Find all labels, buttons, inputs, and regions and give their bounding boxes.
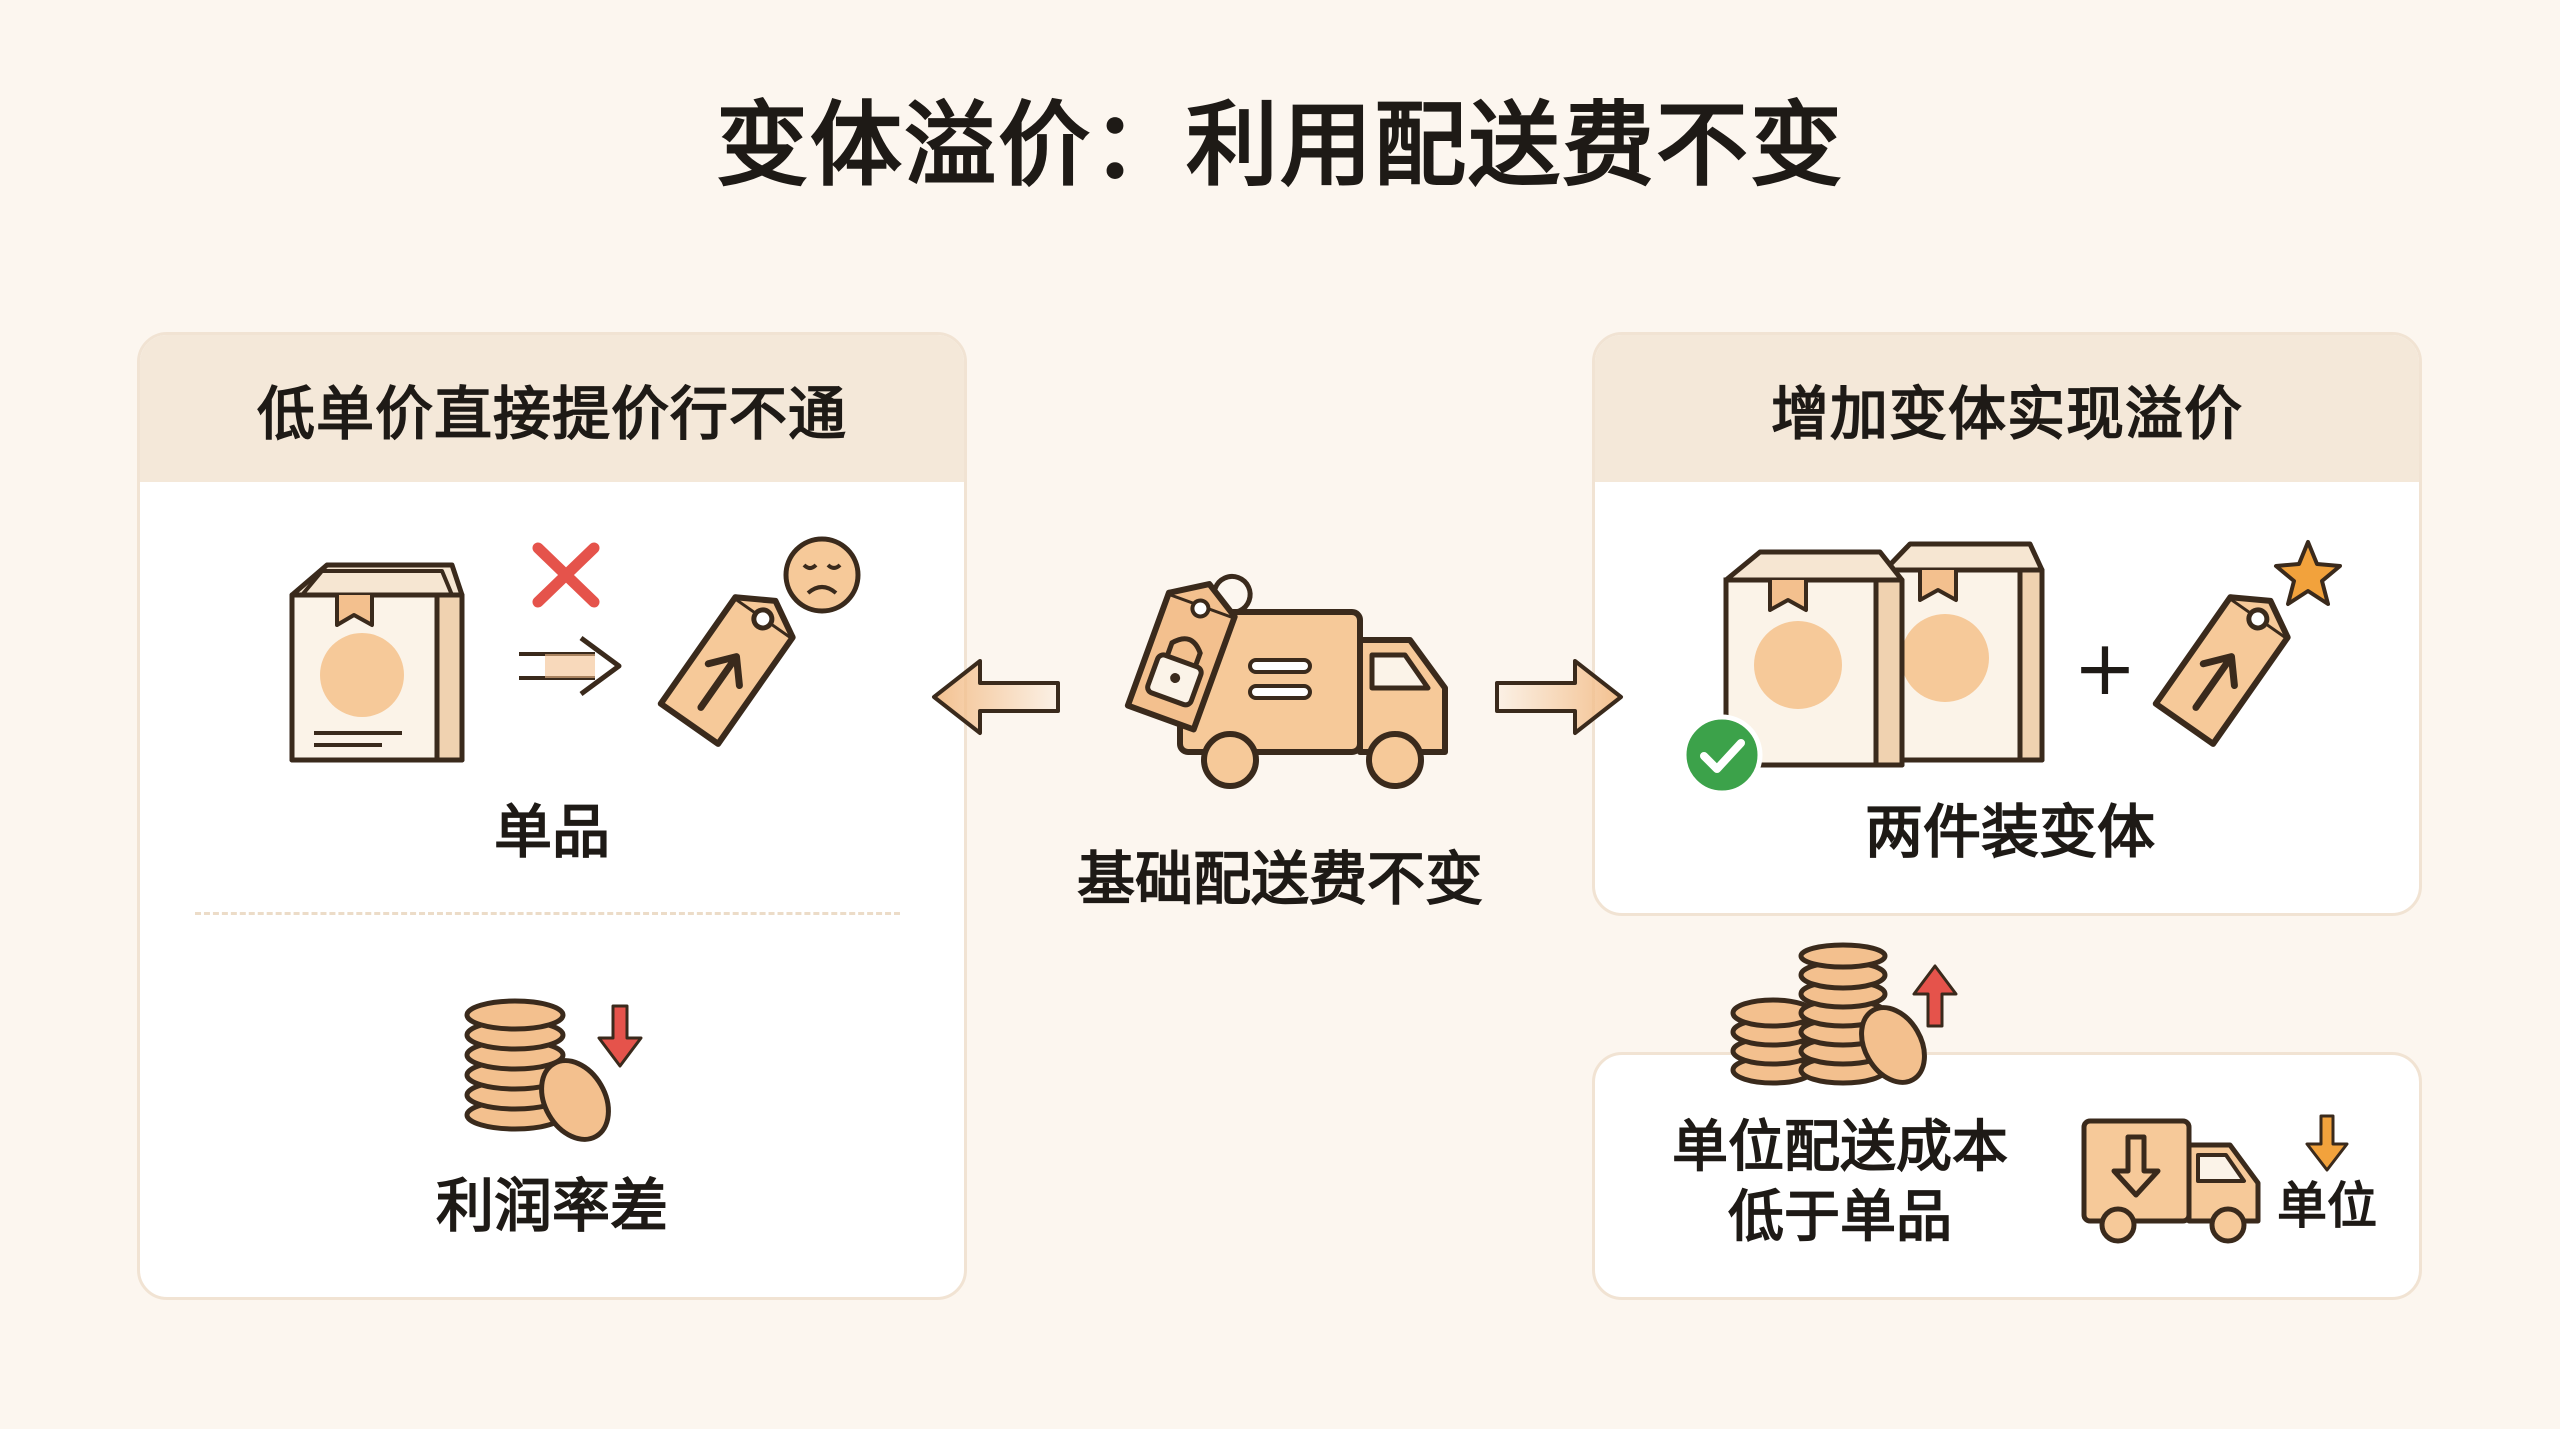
star-icon [2274,540,2342,606]
coins-icon [1730,942,1927,1086]
right-panel-heading: 增加变体实现溢价 [1595,335,2419,482]
cross-icon [532,542,600,608]
arrow-up-icon [1912,964,1958,1028]
coins-icon [464,998,611,1142]
lock-tag-icon [1124,573,1253,733]
plus-sign: + [2073,623,2137,712]
page-title: 变体溢价：利用配送费不变 [715,92,1844,199]
cost-line-1: 单位配送成本 [1672,1115,2008,1180]
variant-label: 两件装变体 [1864,798,2155,866]
left-panel-heading: 低单价直接提价行不通 [140,335,964,482]
arrow-down-icon [597,1004,643,1068]
check-icon [1681,714,1763,796]
left-panel: 低单价直接提价行不通 [137,332,967,1300]
arrow-right-gradient-icon [1495,659,1623,735]
cost-line-2: 低于单品 [1728,1185,1952,1250]
delivery-truck-icon [2081,1118,2261,1244]
cost-panel [1592,1052,2422,1300]
margin-label: 利润率差 [435,1172,668,1240]
unit-label: 单位 [2277,1177,2377,1235]
arrow-left-icon [932,659,1060,735]
single-item-label: 单品 [493,798,610,866]
price-tag-up-icon [657,594,796,747]
arrow-down-icon [2305,1114,2349,1172]
center-label: 基础配送费不变 [1076,845,1483,913]
dashed-divider [195,912,900,915]
delivery-truck-icon [1124,573,1448,789]
arrow-right-icon [519,635,622,697]
bag-icon [1723,541,2045,768]
price-tag-up-icon [2152,594,2291,747]
bag-icon [289,562,465,763]
sad-face-icon [783,536,861,614]
